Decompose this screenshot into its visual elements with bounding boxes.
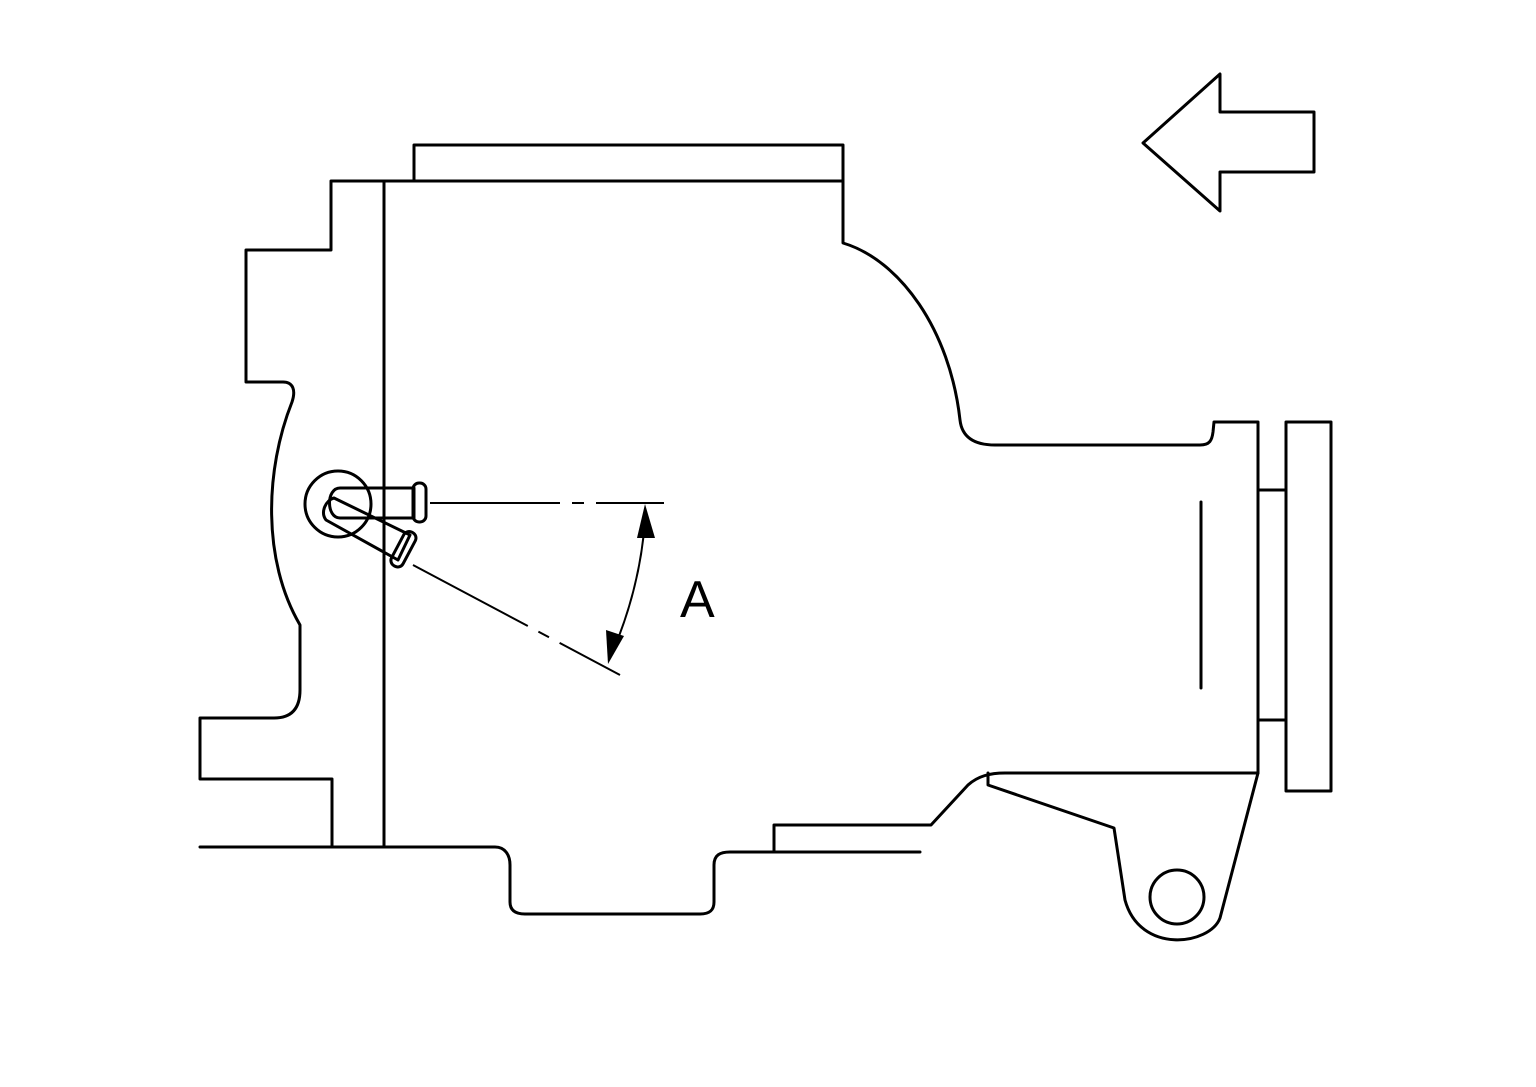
direction-arrow-icon [1141, 72, 1316, 213]
angle-arrowhead-top [637, 504, 655, 538]
pivot-boss [303, 469, 373, 539]
lever-position-1 [328, 486, 416, 520]
reference-line-angled [412, 564, 621, 676]
mounting-bracket [986, 771, 1260, 942]
right-plate-inner [1256, 488, 1288, 722]
lever-position-2 [322, 496, 412, 562]
lever-1-cap [411, 481, 428, 524]
housing-bottom-line [198, 845, 922, 916]
top-flange-plate [412, 143, 845, 183]
angle-arrowhead-bottom [606, 630, 624, 664]
bracket-hole [1148, 868, 1206, 926]
angle-label: A [680, 571, 715, 629]
housing-outline [382, 179, 1260, 854]
lever-2-cap [389, 530, 418, 569]
left-mounting-flange [198, 179, 386, 849]
right-plate-outer [1284, 420, 1333, 793]
